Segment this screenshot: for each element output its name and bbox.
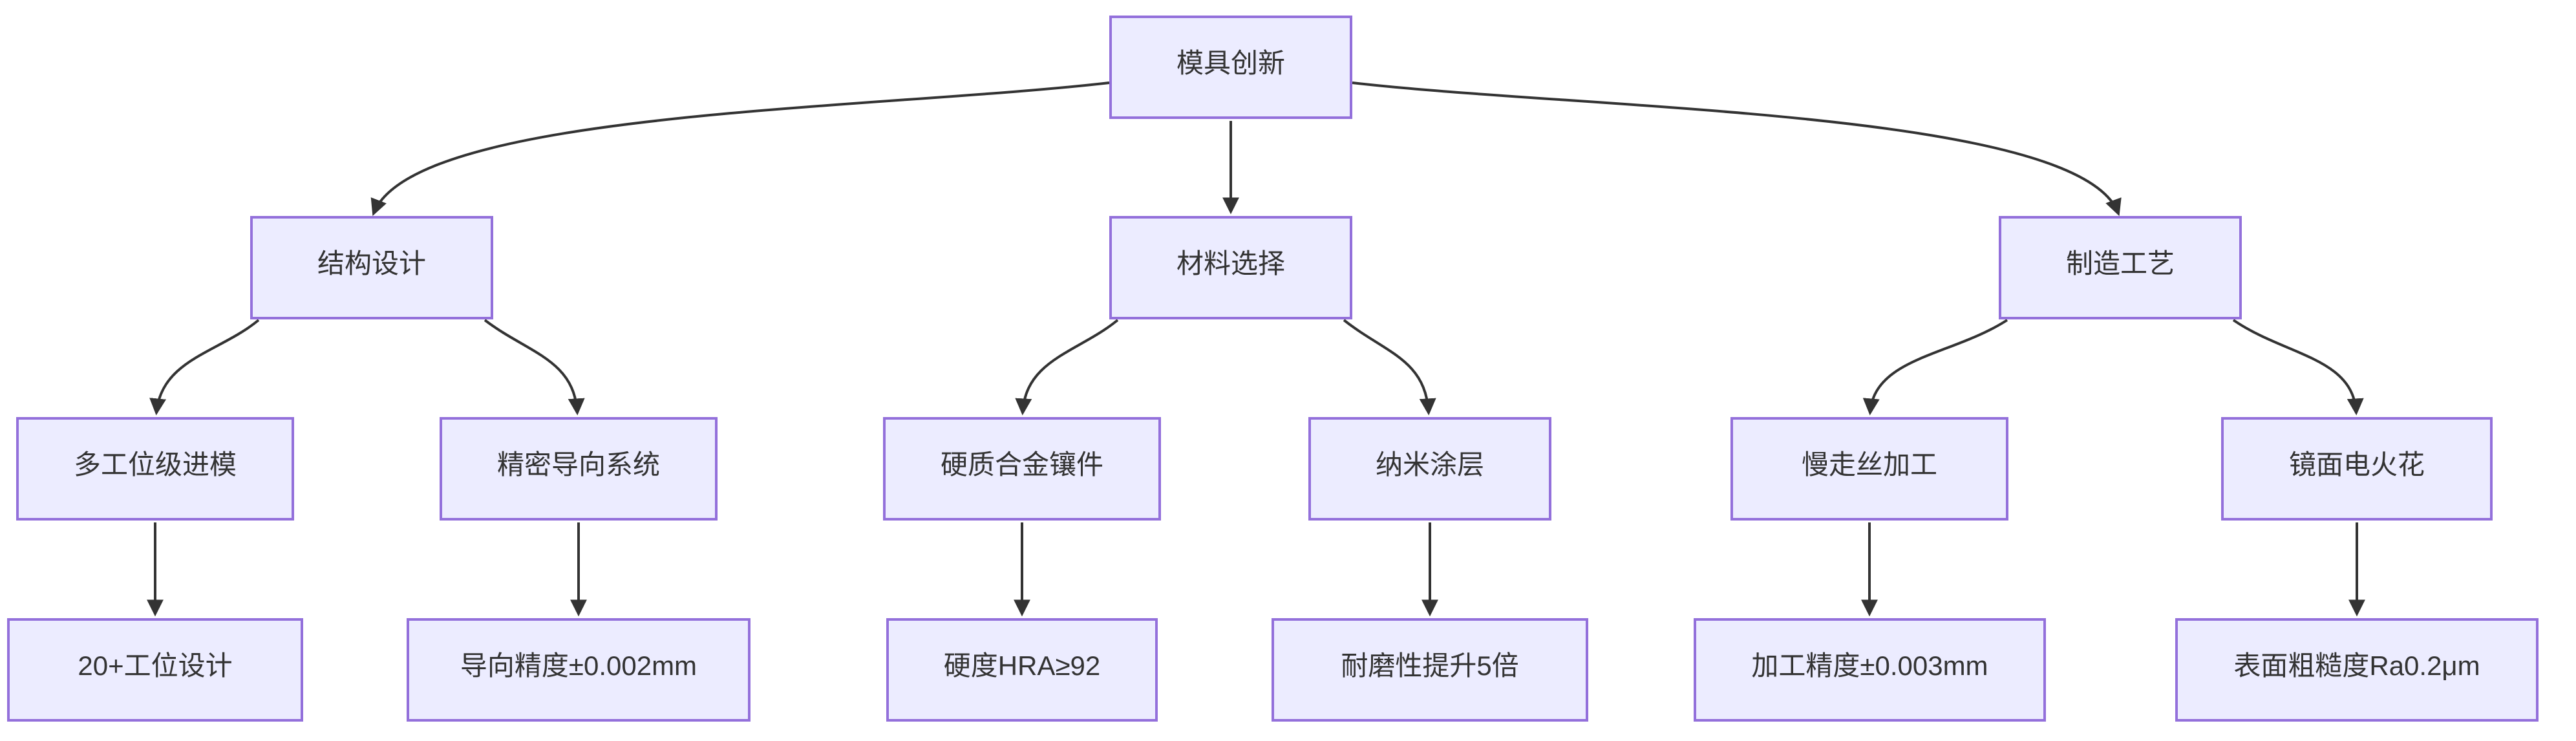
edge-structure-guide-system	[484, 319, 585, 416]
node-wear-resistance-spec: 耐磨性提升5倍	[1272, 618, 1588, 722]
node-mirror-edm: 镜面电火花	[2221, 417, 2493, 521]
node-mold-innovation: 模具创新	[1109, 16, 1352, 119]
node-carbide-insert: 硬质合金镶件	[883, 417, 1161, 521]
node-nano-coating: 纳米涂层	[1308, 417, 1551, 521]
node-wire-edm: 慢走丝加工	[1730, 417, 2008, 521]
edge-process-wire-edm	[1862, 319, 2008, 416]
node-hardness-spec: 硬度HRA≥92	[886, 618, 1158, 722]
edge-process-mirror-edm	[2232, 319, 2364, 416]
node-multi-station-progressive-die: 多工位级进模	[16, 417, 294, 521]
node-material-selection: 材料选择	[1109, 216, 1352, 319]
edge-material-carbide-insert	[1015, 319, 1119, 416]
node-machining-accuracy-spec: 加工精度±0.003mm	[1694, 618, 2046, 722]
edge-root-process	[1352, 81, 2122, 217]
node-guide-accuracy-spec: 导向精度±0.002mm	[407, 618, 750, 722]
node-surface-roughness-spec: 表面粗糙度Ra0.2μm	[2175, 618, 2539, 722]
node-precision-guide-system: 精密导向系统	[440, 417, 718, 521]
node-structure-design: 结构设计	[250, 216, 493, 319]
edge-structure-multi-station	[149, 319, 260, 416]
node-stations-spec: 20+工位设计	[7, 618, 303, 722]
edge-material-nano-coating	[1343, 319, 1436, 416]
edge-root-structure	[370, 81, 1110, 217]
node-manufacturing-process: 制造工艺	[1999, 216, 2242, 319]
